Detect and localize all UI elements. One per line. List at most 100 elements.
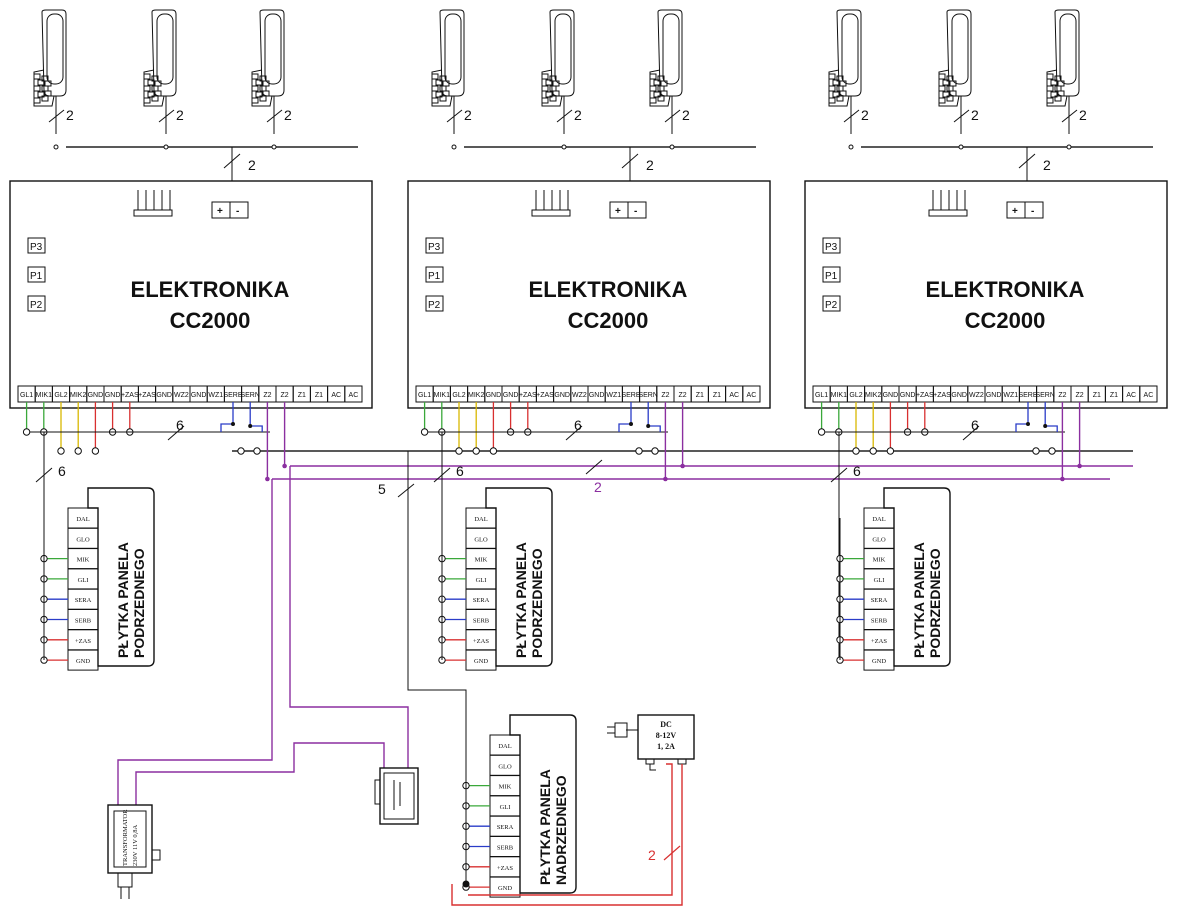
svg-text:P2: P2 (30, 300, 43, 311)
terminal[interactable]: AC (344, 385, 363, 403)
panel-terminal[interactable]: GLO (863, 527, 895, 549)
svg-text:P3: P3 (428, 242, 441, 253)
power-terminal: +- (609, 201, 647, 219)
panel-terminal[interactable]: +ZAS (67, 629, 99, 651)
handset-icon: 2 (541, 9, 582, 134)
panel-terminal[interactable]: SERA (489, 815, 521, 837)
button-p2[interactable]: P2 (822, 295, 841, 312)
panel-terminal[interactable]: +ZAS (863, 629, 895, 651)
svg-text:GND: GND (872, 658, 886, 665)
panel-terminal[interactable]: DAL (489, 734, 521, 756)
panel-terminal[interactable]: GLO (67, 527, 99, 549)
svg-text:P3: P3 (30, 242, 43, 253)
svg-text:MIK: MIK (77, 557, 90, 564)
panel-terminal[interactable]: SERA (863, 588, 895, 610)
button-p3[interactable]: P3 (822, 237, 841, 254)
button-p2[interactable]: P2 (27, 295, 46, 312)
svg-text:PODRZEDNEGO: PODRZEDNEGO (927, 548, 943, 658)
panel-terminal[interactable]: +ZAS (489, 856, 521, 878)
button-p1[interactable]: P1 (822, 266, 841, 283)
panel-terminal[interactable]: GLI (67, 568, 99, 590)
svg-text:AC: AC (349, 392, 359, 399)
button-p1[interactable]: P1 (425, 266, 444, 283)
panel-terminal[interactable]: GLO (489, 754, 521, 776)
svg-text:GL2: GL2 (849, 392, 862, 399)
terminal[interactable]: AC (1139, 385, 1158, 403)
svg-text:AC: AC (1126, 392, 1136, 399)
svg-text:PŁYTKA PANELA: PŁYTKA PANELA (115, 542, 131, 658)
panel-terminal[interactable]: GND (863, 649, 895, 671)
svg-text:P3: P3 (825, 242, 838, 253)
svg-text:+ZAS: +ZAS (121, 392, 139, 399)
svg-text:P1: P1 (825, 271, 838, 282)
controller-model: CC2000 (568, 308, 649, 333)
svg-text:Z2: Z2 (1076, 392, 1084, 399)
svg-text:SERB: SERB (621, 392, 640, 399)
panel-terminal[interactable]: SERB (465, 609, 497, 630)
svg-text:GND: GND (191, 392, 207, 399)
svg-text:SERB: SERB (473, 618, 490, 625)
dc-power-supply: DC 8-12V 1, 2A 2 (451, 714, 695, 906)
svg-text:6: 6 (58, 463, 66, 479)
master-bus-count: 5 (378, 481, 386, 497)
controller-model: CC2000 (170, 308, 251, 333)
svg-text:PŁYTKA PANELA: PŁYTKA PANELA (513, 542, 529, 658)
door-opener-device (374, 767, 419, 825)
handset-line-count: 2 (1079, 107, 1087, 123)
panel-terminal[interactable]: SERB (863, 609, 895, 630)
svg-text:Z1: Z1 (1093, 392, 1101, 399)
panel-terminal[interactable]: DAL (465, 507, 497, 529)
panel-terminal[interactable]: MIK (489, 775, 521, 797)
panel-terminal[interactable]: GND (67, 649, 99, 671)
terminal[interactable]: AC (742, 385, 761, 403)
panel-terminal[interactable]: SERA (465, 588, 497, 610)
power-terminal: +- (211, 201, 249, 219)
panel-terminal[interactable]: GLI (465, 568, 497, 590)
svg-text:+: + (615, 206, 621, 217)
bus-slash (585, 459, 603, 475)
button-p2[interactable]: P2 (425, 295, 444, 312)
controller-box (804, 180, 1168, 409)
svg-text:+ZAS: +ZAS (75, 638, 91, 645)
heatsink-icon (133, 190, 173, 217)
panel-terminal[interactable]: SERA (67, 588, 99, 610)
handset-icon: 2 (938, 9, 979, 134)
panel-terminal[interactable]: GLO (465, 527, 497, 549)
button-p3[interactable]: P3 (425, 237, 444, 254)
transformer-body (107, 804, 153, 874)
panel-terminal[interactable]: MIK (465, 548, 497, 570)
svg-text:GLI: GLI (874, 577, 885, 584)
panel-terminal[interactable]: DAL (67, 507, 99, 529)
svg-text:SERA: SERA (473, 597, 490, 604)
button-p3[interactable]: P3 (27, 237, 46, 254)
svg-text:GND: GND (486, 392, 502, 399)
panel-terminal[interactable]: MIK (863, 548, 895, 570)
controller-title: ELEKTRONIKA (131, 277, 290, 302)
svg-text:GND: GND (554, 392, 570, 399)
panel-terminal[interactable]: GND (489, 876, 521, 898)
svg-text:+: + (1012, 206, 1018, 217)
panel-bus-count: 6 (971, 417, 979, 433)
panel-terminal[interactable]: MIK (67, 548, 99, 570)
svg-text:SERB: SERB (497, 845, 514, 852)
panel-terminal[interactable]: GLI (489, 795, 521, 817)
svg-text:+ZAS: +ZAS (933, 392, 951, 399)
svg-text:GND: GND (503, 392, 519, 399)
panel-terminal[interactable]: +ZAS (465, 629, 497, 651)
heatsink-icon (928, 190, 968, 217)
svg-text:GND: GND (986, 392, 1002, 399)
dc-voltage: 8-12V (656, 731, 677, 740)
svg-text:GND: GND (951, 392, 967, 399)
panel-terminal[interactable]: SERB (489, 836, 521, 857)
dc-current: 1, 2A (657, 742, 675, 751)
svg-text:+ZAS: +ZAS (473, 638, 489, 645)
panel-terminal[interactable]: GND (465, 649, 497, 671)
panel-terminal[interactable]: SERB (67, 609, 99, 630)
panel-terminal[interactable]: GLI (863, 568, 895, 590)
panel-terminal[interactable]: DAL (863, 507, 895, 529)
button-p1[interactable]: P1 (27, 266, 46, 283)
